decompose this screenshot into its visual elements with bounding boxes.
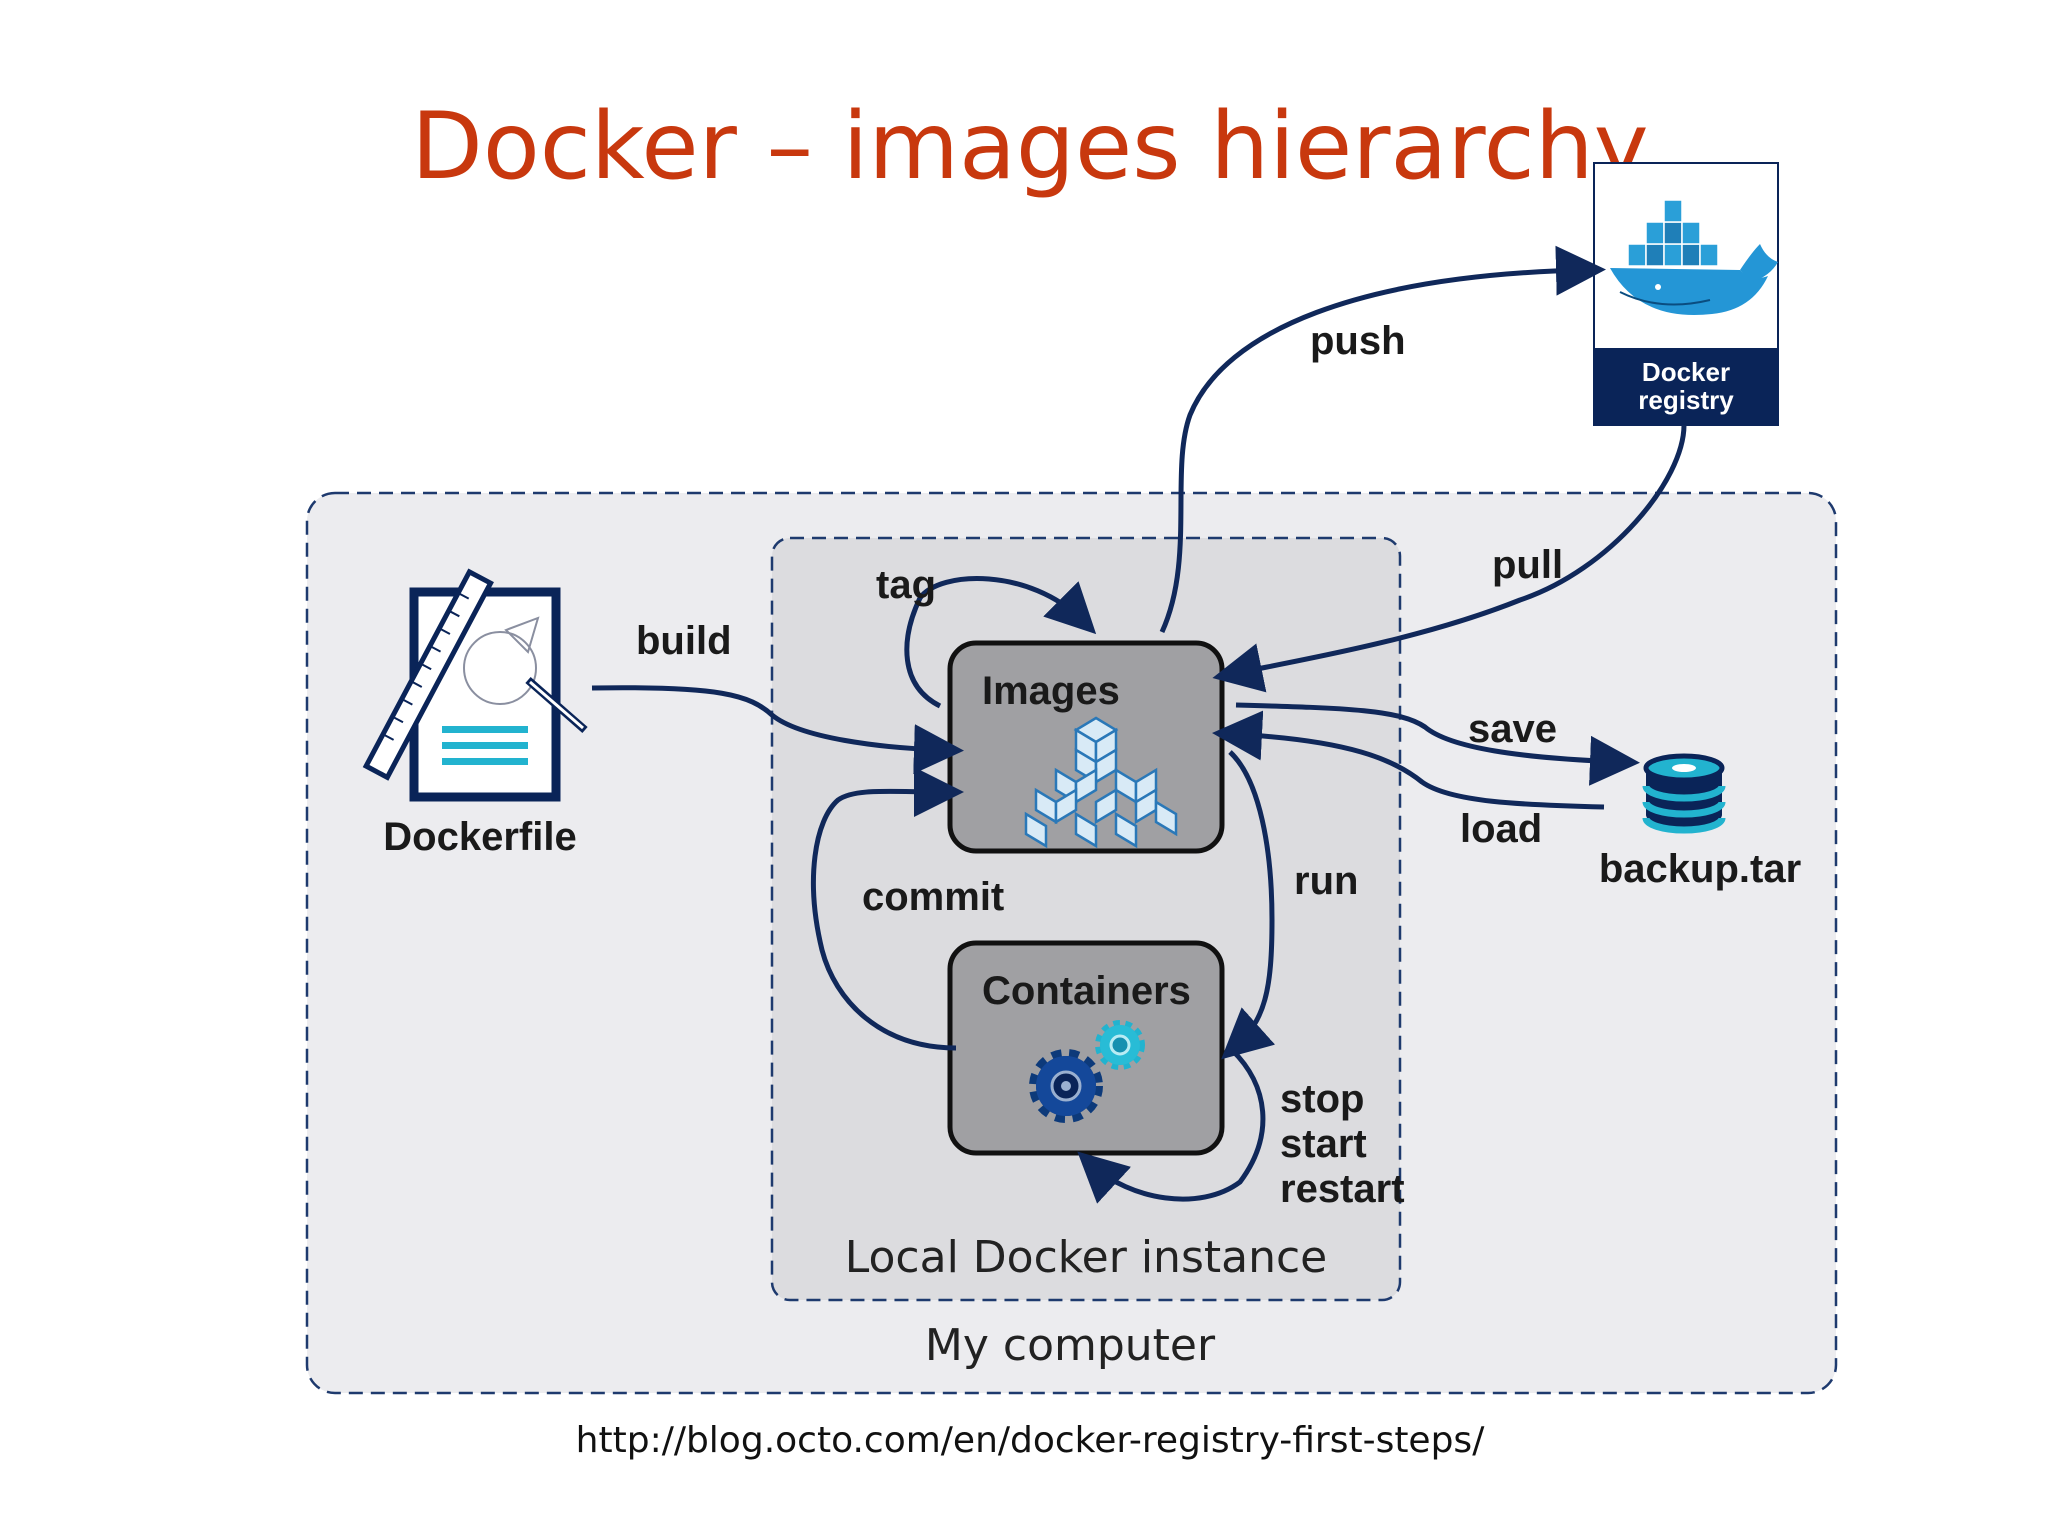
restart-label: restart: [1280, 1167, 1405, 1211]
database-icon: [1642, 753, 1726, 834]
source-url: http://blog.octo.com/en/docker-registry-…: [576, 1420, 1486, 1461]
cubes-icon: [1024, 716, 1178, 849]
local-instance-label: Local Docker instance: [845, 1232, 1327, 1283]
run-arrow: [1221, 750, 1276, 1060]
run-label: run: [1294, 859, 1358, 903]
push-label: push: [1310, 319, 1406, 363]
docker-whale-icon: [1610, 199, 1778, 316]
backup-label: backup.tar: [1599, 847, 1801, 891]
load-arrow: [1212, 710, 1605, 810]
pull-label: pull: [1492, 543, 1563, 587]
commit-label: commit: [862, 875, 1004, 919]
commit-arrow: [811, 766, 964, 1051]
push-arrow: [1159, 245, 1606, 634]
build-arrow: [591, 685, 964, 775]
docker-registry-node: [1593, 162, 1779, 426]
stop-label: stop: [1280, 1077, 1364, 1121]
pull-arrow: [1212, 424, 1687, 693]
tag-arrow: [904, 576, 1097, 709]
registry-label-line1: Docker: [1642, 357, 1730, 387]
images-node: [947, 640, 1225, 854]
load-label: load: [1460, 807, 1542, 851]
save-label: save: [1468, 707, 1557, 751]
tag-label: tag: [876, 563, 936, 607]
stop-start-restart-arrow: [1077, 1048, 1266, 1204]
containers-label: Containers: [982, 969, 1191, 1013]
my-computer-label: My computer: [925, 1320, 1216, 1371]
containers-node: [947, 940, 1225, 1156]
dockerfile-icon: [362, 568, 588, 802]
start-label: start: [1280, 1122, 1367, 1166]
gears-icon: [1029, 1020, 1145, 1123]
dockerfile-label: Dockerfile: [383, 815, 576, 859]
page-title: Docker – images hierarchy: [411, 92, 1648, 200]
save-arrow: [1235, 702, 1640, 786]
build-label: build: [636, 619, 732, 663]
registry-label-line2: registry: [1638, 385, 1734, 415]
images-label: Images: [982, 669, 1120, 713]
